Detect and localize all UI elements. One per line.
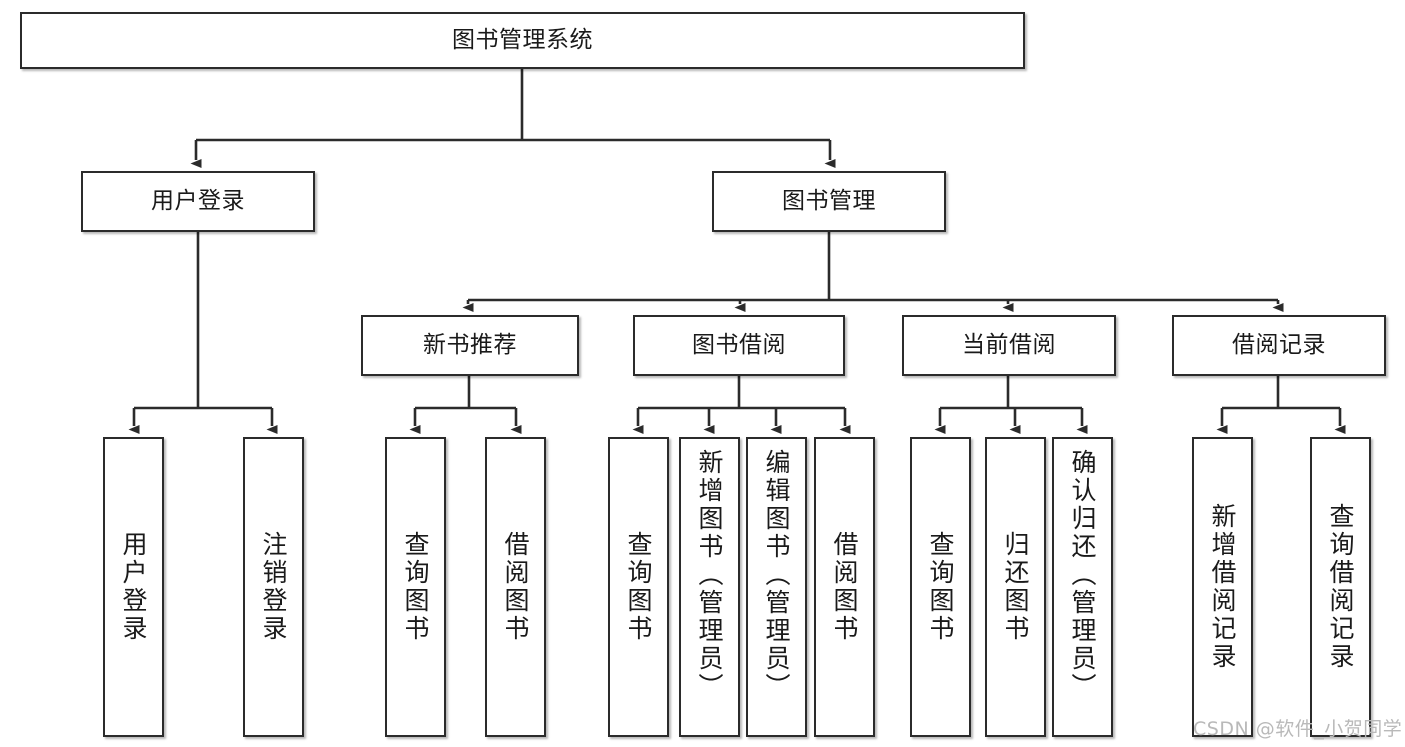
node-user-login[interactable]: 用户登录 [81,171,315,232]
node-borrow-record[interactable]: 借阅记录 [1172,315,1386,376]
node-book-manage[interactable]: 图书管理 [712,171,946,232]
node-leaf-query-record-label: 查询借阅记录 [1326,503,1355,671]
node-new-book-recommend[interactable]: 新书推荐 [361,315,579,376]
node-leaf-user-login[interactable]: 用户登录 [103,437,164,737]
node-new-book-recommend-label: 新书推荐 [423,331,517,358]
node-borrow-record-label: 借阅记录 [1232,331,1326,358]
node-root-label: 图书管理系统 [452,26,593,53]
node-leaf-add-book-label: 新增图书（管理员） [695,449,724,701]
node-leaf-borrow-book-1[interactable]: 借阅图书 [485,437,546,737]
node-leaf-add-record[interactable]: 新增借阅记录 [1192,437,1253,737]
node-root[interactable]: 图书管理系统 [20,12,1025,69]
node-leaf-add-book[interactable]: 新增图书（管理员） [679,437,740,737]
node-leaf-return-book[interactable]: 归还图书 [985,437,1046,737]
node-leaf-borrow-book-2[interactable]: 借阅图书 [814,437,875,737]
node-user-login-label: 用户登录 [151,187,245,214]
node-leaf-query-book-2[interactable]: 查询图书 [608,437,669,737]
node-leaf-user-login-label: 用户登录 [119,531,148,643]
node-leaf-edit-book[interactable]: 编辑图书（管理员） [746,437,807,737]
node-leaf-query-book-3-label: 查询图书 [926,531,955,643]
node-leaf-query-book-2-label: 查询图书 [624,531,653,643]
csdn-watermark: CSDN @软件_小贺同学 [1193,718,1403,740]
node-leaf-return-book-label: 归还图书 [1001,531,1030,643]
node-current-borrow-label: 当前借阅 [962,331,1056,358]
node-leaf-borrow-book-2-label: 借阅图书 [830,531,859,643]
node-leaf-edit-book-label: 编辑图书（管理员） [762,449,791,701]
node-leaf-add-record-label: 新增借阅记录 [1208,503,1237,671]
node-leaf-confirm-return[interactable]: 确认归还（管理员） [1052,437,1113,737]
node-leaf-confirm-return-label: 确认归还（管理员） [1068,449,1097,701]
node-leaf-logout-label: 注销登录 [259,531,288,643]
node-leaf-borrow-book-1-label: 借阅图书 [501,531,530,643]
node-book-borrow[interactable]: 图书借阅 [633,315,845,376]
node-current-borrow[interactable]: 当前借阅 [902,315,1116,376]
node-leaf-query-book-1[interactable]: 查询图书 [385,437,446,737]
node-leaf-logout[interactable]: 注销登录 [243,437,304,737]
node-leaf-query-book-3[interactable]: 查询图书 [910,437,971,737]
node-leaf-query-book-1-label: 查询图书 [401,531,430,643]
node-leaf-query-record[interactable]: 查询借阅记录 [1310,437,1371,737]
node-book-borrow-label: 图书借阅 [692,331,786,358]
node-book-manage-label: 图书管理 [782,187,876,214]
